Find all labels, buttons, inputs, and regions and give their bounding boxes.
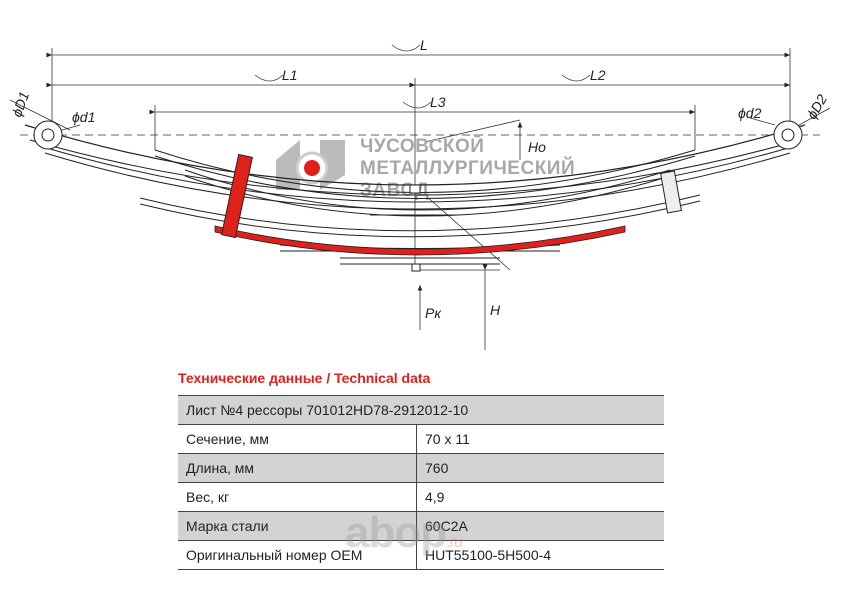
- svg-text:L3: L3: [430, 94, 446, 110]
- svg-text:ϕD2: ϕD2: [803, 91, 830, 121]
- svg-text:L1: L1: [282, 67, 298, 83]
- dimension-labels: L L1 L2 L3 Ho H Pк ϕd1 ϕD1 ϕd2 ϕD2: [8, 37, 830, 321]
- svg-text:L2: L2: [590, 67, 606, 83]
- svg-text:L: L: [420, 37, 428, 53]
- logo-line-2: МЕТАЛЛУРГИЧЕСКИЙ: [360, 157, 575, 179]
- rear-clamp: [660, 170, 682, 214]
- row-label: Длина, мм: [178, 453, 417, 483]
- svg-text:Pк: Pк: [425, 305, 442, 321]
- technical-data-title: Технические данные / Technical data: [178, 370, 431, 386]
- highlighted-leaf-4: [214, 225, 626, 256]
- logo-line-1: ЧУСОВСКОЙ: [360, 135, 484, 157]
- table-header-row: Лист №4 рессоры 701012HD78-2912012-10: [178, 395, 664, 425]
- svg-text:Ho: Ho: [528, 139, 546, 155]
- red-clamp: [221, 153, 253, 239]
- row-value: 60С2А: [416, 511, 664, 541]
- svg-text:ϕD1: ϕD1: [8, 89, 32, 119]
- svg-text:ϕd2: ϕd2: [738, 105, 762, 121]
- row-value: 760: [416, 453, 664, 483]
- row-label: Оригинальный номер OEM: [178, 540, 417, 570]
- row-label: Марка стали: [178, 511, 417, 541]
- row-value: 70 x 11: [416, 424, 664, 454]
- svg-text:H: H: [490, 302, 501, 318]
- part-name: Лист №4 рессоры 701012HD78-2912012-10: [178, 395, 664, 425]
- eye-right: [773, 120, 803, 150]
- row-label: Вес, кг: [178, 482, 417, 512]
- row-value: 4,9: [416, 482, 664, 512]
- row-label: Сечение, мм: [178, 424, 417, 454]
- row-value: HUT55100-5H500-4: [416, 540, 664, 570]
- technical-data-table: Лист №4 рессоры 701012HD78-2912012-10 Се…: [178, 395, 664, 570]
- leaf-spring-drawing: ЧУСОВСКОЙ МЕТАЛЛУРГИЧЕСКИЙ ЗАВОД L L1 L2…: [8, 37, 830, 350]
- eye-left: [33, 120, 63, 150]
- svg-text:ϕd1: ϕd1: [72, 109, 95, 125]
- watermark: abop.ru: [345, 508, 463, 557]
